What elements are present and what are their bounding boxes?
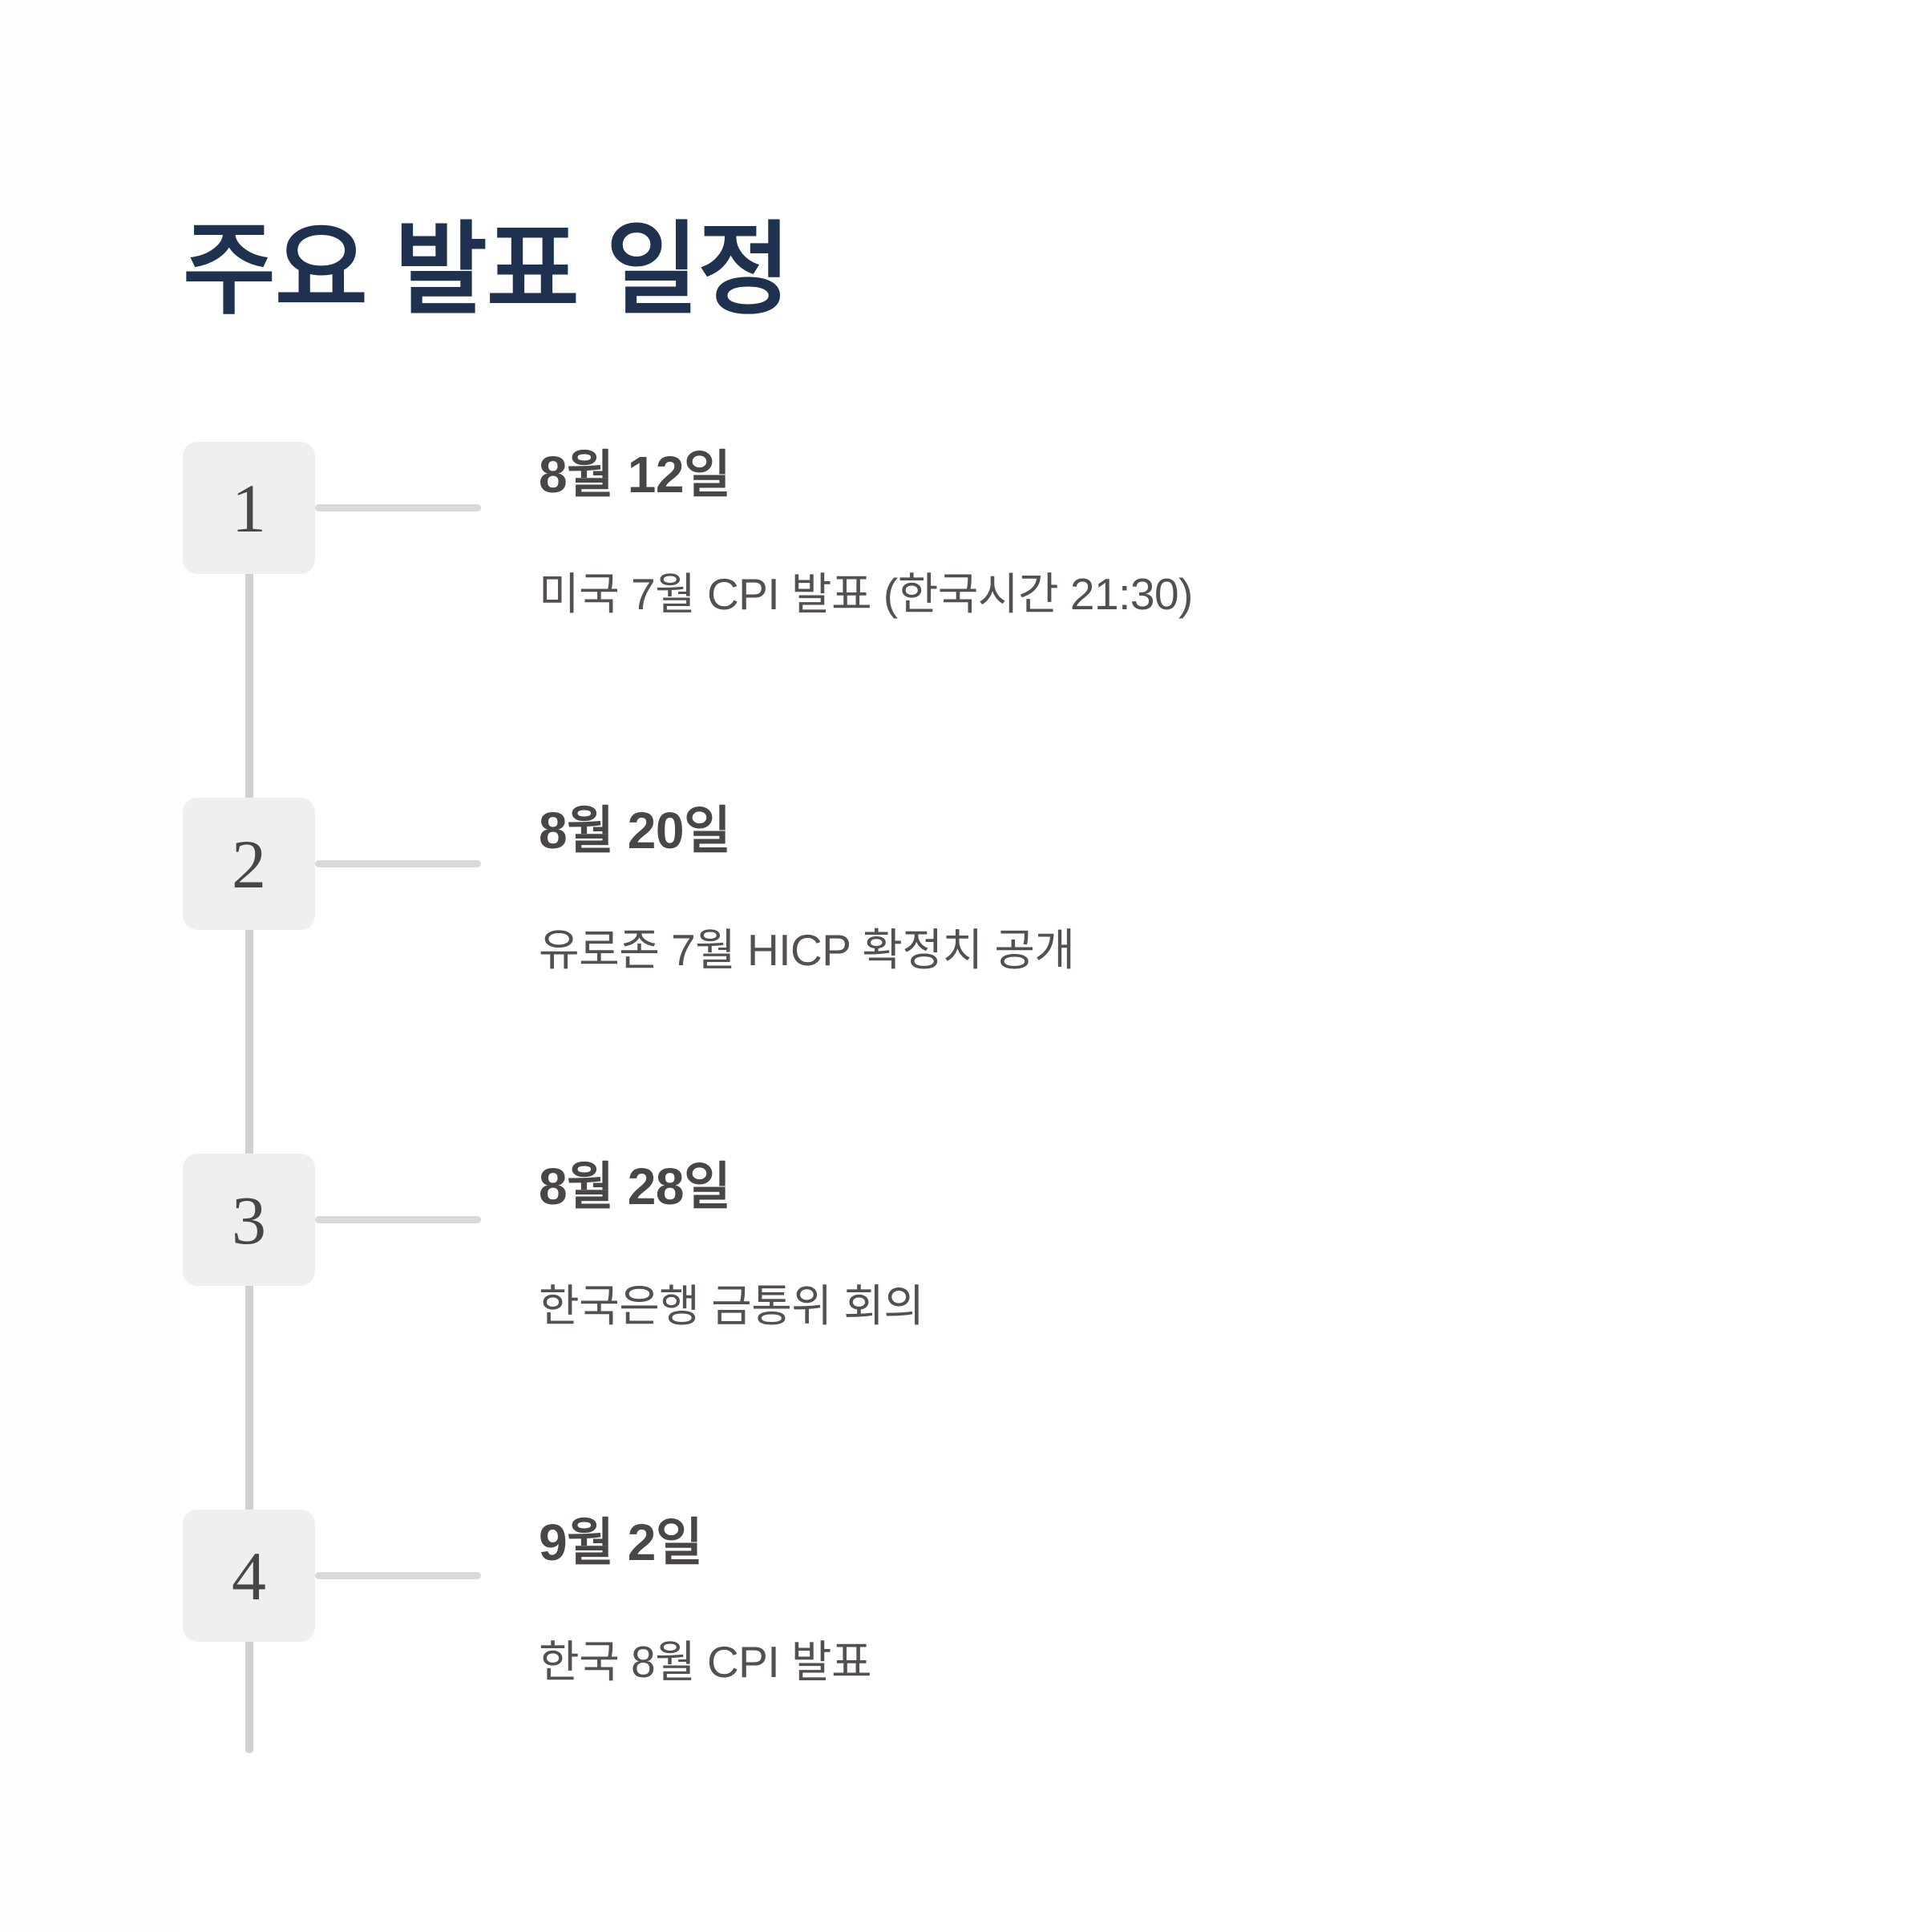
step-description-label: 한국 8월 CPI 발표 [539,1637,872,1687]
step-connector-line [315,1216,481,1223]
step-date-label: 9월 2일 [539,1514,703,1571]
content-panel [180,0,1924,1932]
step-description-label: 유로존 7월 HICP 확정치 공개 [539,925,1075,976]
step-content: 9월 2일 한국 8월 CPI 발표 [539,1510,1821,1695]
step-number-badge: 3 [183,1154,315,1286]
step-connector-line [315,860,481,867]
page-title: 주요 발표 일정 [183,213,791,327]
step-content: 8월 20일 유로존 7월 HICP 확정치 공개 [539,798,1821,983]
step-connector-line [315,1572,481,1579]
step-content: 8월 28일 한국은행 금통위 회의 [539,1154,1821,1339]
step-content: 8월 12일 미국 7월 CPI 발표 (한국시간 21:30) [539,442,1821,627]
step-number-label: 4 [232,1537,266,1615]
step-date-label: 8월 28일 [539,1158,731,1215]
step-number-label: 2 [232,825,266,903]
step-description-label: 한국은행 금통위 회의 [539,1281,924,1332]
step-number-badge: 2 [183,798,315,930]
timeline-spine-line [245,475,253,1753]
step-description-label: 미국 7월 CPI 발표 (한국시간 21:30) [539,569,1193,620]
timeline-item[interactable]: 1 8월 12일 미국 7월 CPI 발표 (한국시간 21:30) [0,442,1924,798]
step-date-label: 8월 20일 [539,802,731,859]
step-number-badge: 4 [183,1510,315,1642]
timeline-item[interactable]: 2 8월 20일 유로존 7월 HICP 확정치 공개 [0,798,1924,1154]
page-background [0,0,180,1932]
step-date-label: 8월 12일 [539,446,731,503]
step-connector-line [315,504,481,511]
step-number-label: 3 [232,1181,266,1259]
step-number-badge: 1 [183,442,315,574]
timeline-item[interactable]: 3 8월 28일 한국은행 금통위 회의 [0,1154,1924,1510]
step-number-label: 1 [232,469,266,547]
timeline-item[interactable]: 4 9월 2일 한국 8월 CPI 발표 [0,1510,1924,1865]
